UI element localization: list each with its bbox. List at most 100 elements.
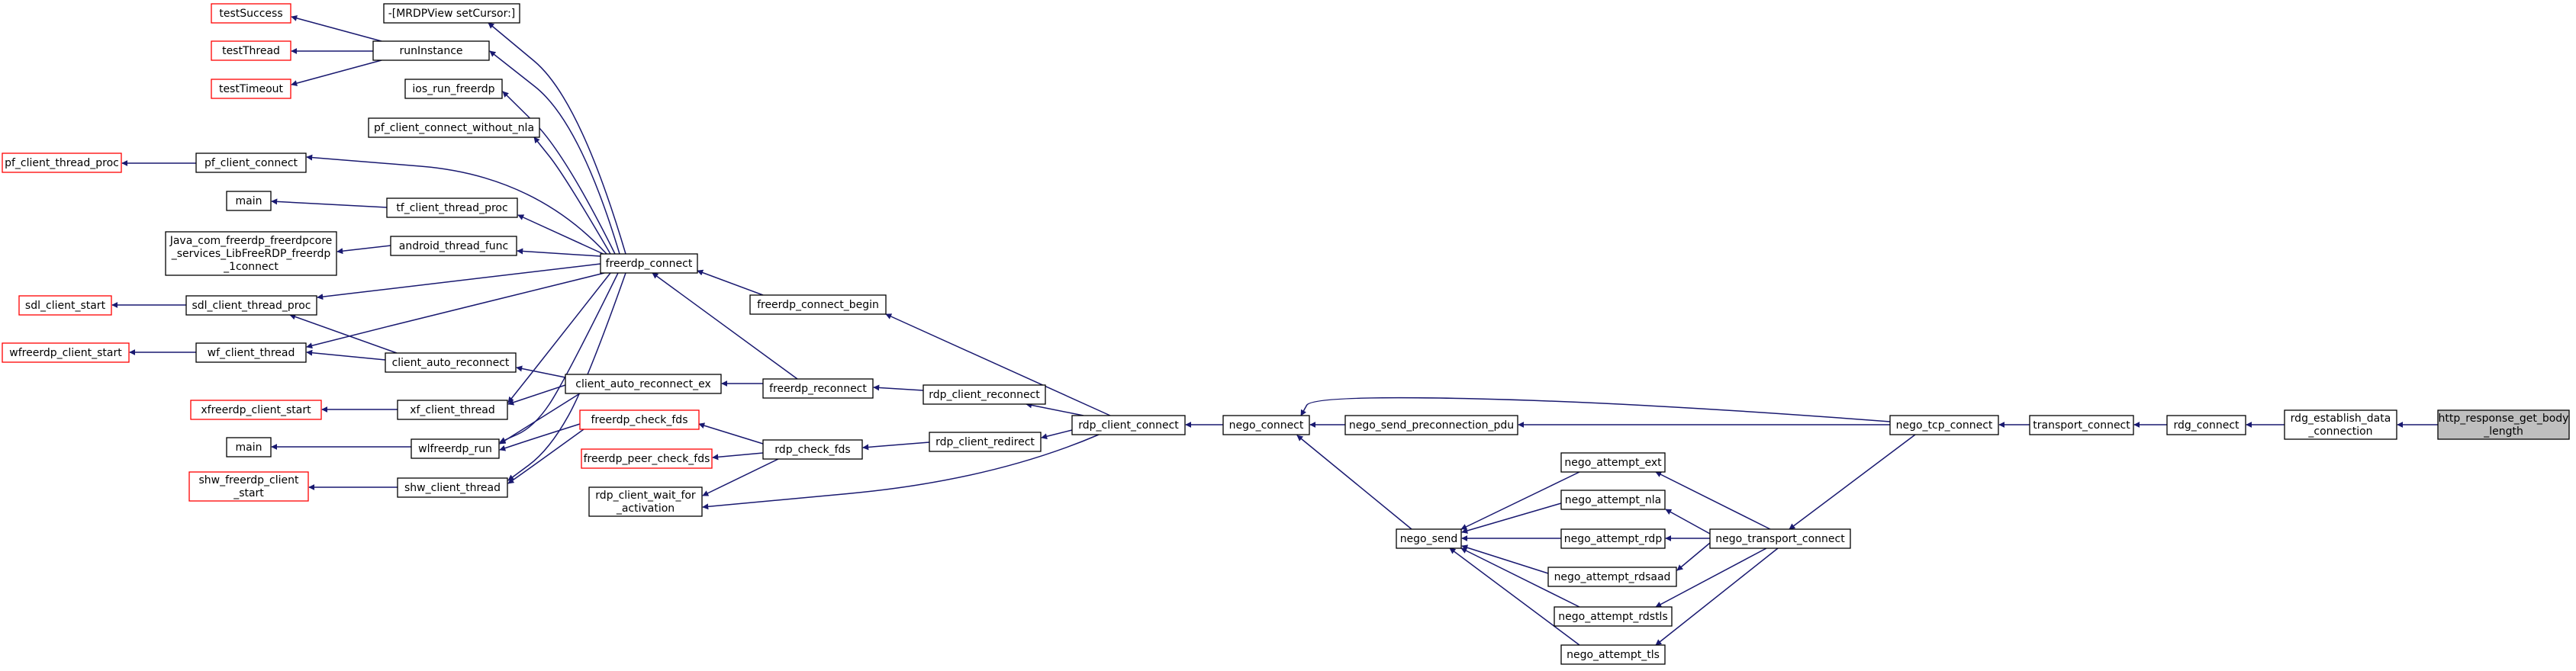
node-freerdp_check_fds[interactable]: freerdp_check_fds	[579, 409, 700, 430]
node-rdg_connect[interactable]: rdg_connect	[2166, 415, 2246, 435]
node-nego_send[interactable]: nego_send	[1396, 528, 1462, 549]
edge-freerdp_connect-to-wlfreerdp_run	[499, 272, 619, 443]
node-nego_attempt_nla[interactable]: nego_attempt_nla	[1560, 490, 1666, 510]
node-testThread[interactable]: testThread	[211, 40, 291, 61]
node-nego_attempt_rdsaad[interactable]: nego_attempt_rdsaad	[1547, 567, 1677, 587]
node-label: _length	[2483, 425, 2523, 438]
node-label: nego_transport_connect	[1715, 533, 1845, 545]
node-box	[385, 352, 517, 373]
edge-freerdp_check_fds-to-wlfreerdp_run	[499, 423, 581, 451]
node-main1[interactable]: main	[226, 191, 272, 211]
node-rdp_check_fds[interactable]: rdp_check_fds	[762, 439, 863, 460]
edge-nego_transport_connect-to-nego_attempt_rdsaad	[1676, 542, 1711, 571]
node-testTimeout[interactable]: testTimeout	[211, 79, 291, 99]
node-xf_client_thread[interactable]: xf_client_thread	[397, 400, 508, 420]
node-label: testThread	[222, 45, 280, 57]
node-freerdp_reconnect[interactable]: freerdp_reconnect	[762, 378, 874, 399]
node-sdl_client_thread_proc[interactable]: sdl_client_thread_proc	[185, 295, 317, 316]
node-label: pf_client_connect	[204, 157, 298, 169]
node-box	[581, 448, 713, 469]
node-label: xf_client_thread	[410, 404, 495, 416]
node-nego_attempt_tls[interactable]: nego_attempt_tls	[1560, 644, 1666, 665]
edge-rdp_client_connect-to-rdp_client_wait_for_activation	[702, 434, 1100, 510]
node-box	[1709, 528, 1851, 549]
node-box	[1344, 415, 1518, 435]
node-box	[226, 437, 272, 458]
node-nego_connect[interactable]: nego_connect	[1222, 415, 1310, 435]
node-label: tf_client_thread_proc	[396, 202, 507, 214]
node-rdp_client_reconnect[interactable]: rdp_client_reconnect	[923, 384, 1046, 405]
node-box	[600, 253, 698, 274]
edge-freerdp_check_fds-to-shw_client_thread	[507, 429, 584, 484]
node-box	[368, 117, 540, 138]
node-box	[404, 79, 503, 99]
node-nego_send_preconnection_pdu[interactable]: nego_send_preconnection_pdu	[1344, 415, 1518, 435]
node-client_auto_reconnect[interactable]: client_auto_reconnect	[385, 352, 517, 373]
node-box	[188, 471, 309, 502]
node-wlfreerdp_run[interactable]: wlfreerdp_run	[411, 438, 500, 459]
node-nego_tcp_connect[interactable]: nego_tcp_connect	[1889, 415, 1999, 435]
node-label: _activation	[616, 502, 675, 515]
node-nego_transport_connect[interactable]: nego_transport_connect	[1709, 528, 1851, 549]
node-nego_attempt_rdp[interactable]: nego_attempt_rdp	[1560, 528, 1666, 549]
node-rdp_client_wait_for_activation[interactable]: rdp_client_wait_for_activation	[588, 486, 703, 517]
node-label: _start	[233, 487, 264, 499]
node-tf_client_thread_proc[interactable]: tf_client_thread_proc	[386, 197, 518, 218]
node-label: testSuccess	[219, 8, 282, 20]
node-freerdp_connect_begin[interactable]: freerdp_connect_begin	[749, 294, 887, 315]
node-box	[2029, 415, 2134, 435]
node-main2[interactable]: main	[226, 437, 272, 458]
node-pf_client_thread_proc[interactable]: pf_client_thread_proc	[2, 152, 122, 173]
node-nego_attempt_rdstls[interactable]: nego_attempt_rdstls	[1554, 606, 1673, 627]
node-sdl_client_start[interactable]: sdl_client_start	[18, 295, 112, 316]
edge-client_auto_reconnect-to-wf_client_thread	[306, 349, 386, 361]
node-label: shw_freerdp_client	[199, 474, 299, 486]
node-xfreerdp_client_start[interactable]: xfreerdp_client_start	[190, 400, 322, 420]
node-freerdp_connect[interactable]: freerdp_connect	[600, 253, 698, 274]
node-box	[1560, 644, 1666, 665]
node-rdg_establish_data_connection[interactable]: rdg_establish_data_connection	[2284, 409, 2397, 440]
edge-freerdp_connect-to-pf_client_connect_without_nla	[533, 136, 611, 255]
node-shw_freerdp_client_start[interactable]: shw_freerdp_client_start	[188, 471, 309, 502]
node-nego_attempt_ext[interactable]: nego_attempt_ext	[1560, 452, 1666, 473]
node-android_thread_func[interactable]: android_thread_func	[390, 236, 517, 256]
node-rdp_client_redirect[interactable]: rdp_client_redirect	[929, 432, 1042, 452]
node-box	[762, 378, 874, 399]
edge-rdp_client_connect-to-freerdp_connect_begin	[885, 313, 1111, 416]
node-wf_client_thread[interactable]: wf_client_thread	[195, 342, 307, 363]
node-testSuccess[interactable]: testSuccess	[211, 3, 291, 24]
node-pf_client_connect[interactable]: pf_client_connect	[195, 152, 307, 173]
node-freerdp_peer_check_fds[interactable]: freerdp_peer_check_fds	[581, 448, 713, 469]
node-label: nego_attempt_nla	[1565, 494, 1661, 506]
edge-nego_transport_connect-to-nego_attempt_tls	[1655, 547, 1779, 646]
edge-android_thread_func-to-java	[336, 245, 391, 255]
node-label: nego_attempt_tls	[1567, 649, 1660, 661]
node-java[interactable]: Java_com_freerdp_freerdpcore_services_Li…	[165, 231, 337, 276]
node-shw_client_thread[interactable]: shw_client_thread	[397, 477, 508, 498]
node-wfreerdp_client_start[interactable]: wfreerdp_client_start	[2, 342, 130, 363]
node-label: shw_client_thread	[404, 482, 501, 494]
node-label: nego_send_preconnection_pdu	[1349, 419, 1514, 432]
edge-rdp_client_connect-to-rdp_client_redirect	[1041, 429, 1073, 440]
node-runInstance[interactable]: runInstance	[372, 40, 490, 61]
node-label: main	[236, 441, 262, 454]
node-rdp_client_connect[interactable]: rdp_client_connect	[1071, 415, 1186, 435]
edge-client_auto_reconnect-to-sdl_client_thread_proc	[289, 313, 398, 354]
edge-freerdp_reconnect-to-freerdp_connect	[652, 272, 798, 380]
node-label: android_thread_func	[399, 240, 508, 252]
node-label: transport_connect	[2033, 419, 2130, 432]
node-client_auto_reconnect_ex[interactable]: client_auto_reconnect_ex	[565, 374, 722, 394]
node-http_response_get_body_length[interactable]: http_response_get_body_length	[2437, 409, 2570, 440]
node-label: freerdp_connect_begin	[757, 299, 879, 311]
node-transport_connect[interactable]: transport_connect	[2029, 415, 2134, 435]
node-label: nego_attempt_rdp	[1564, 533, 1663, 545]
edge-nego_transport_connect-to-nego_attempt_ext	[1655, 471, 1771, 530]
node-mrdpview[interactable]: -[MRDPView setCursor:]	[383, 3, 520, 24]
node-box	[2, 342, 130, 363]
node-ios_run_freerdp[interactable]: ios_run_freerdp	[404, 79, 503, 99]
node-pf_client_connect_without_nla[interactable]: pf_client_connect_without_nla	[368, 117, 540, 138]
node-box	[411, 438, 500, 459]
node-box	[2, 152, 122, 173]
edge-rdp_client_connect-to-rdp_client_reconnect	[1026, 402, 1084, 416]
node-box	[1071, 415, 1186, 435]
